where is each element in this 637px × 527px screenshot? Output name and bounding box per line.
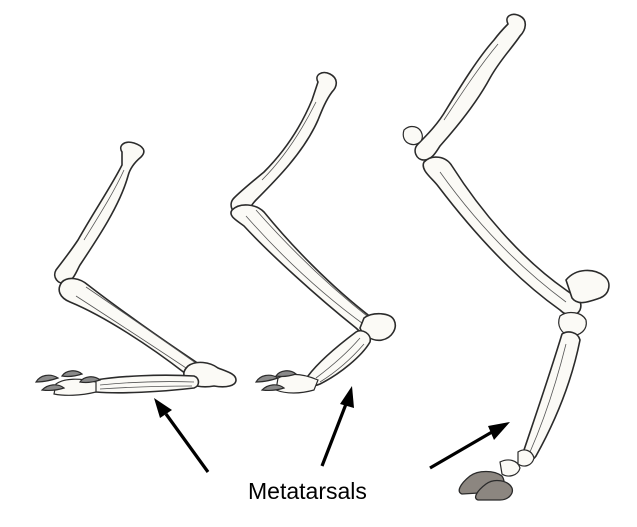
metatarsals-left — [90, 375, 199, 393]
tarsals-right — [566, 270, 609, 302]
arrow-left — [154, 398, 208, 472]
claw-left-1 — [36, 375, 58, 382]
plantigrade-leg — [36, 142, 236, 395]
unguligrade-leg — [403, 14, 609, 500]
digitigrade-leg — [231, 73, 395, 393]
claw-middle-1 — [256, 375, 278, 382]
femur-right — [415, 14, 525, 160]
claw-left-2 — [42, 385, 64, 391]
tibia-left — [59, 278, 207, 382]
metatarsals-middle — [307, 331, 370, 386]
arrow-middle — [322, 386, 354, 466]
claw-middle-2 — [262, 385, 284, 391]
claw-left-3 — [62, 371, 82, 377]
metatarsals-label: Metatarsals — [248, 478, 367, 505]
arrow-right — [430, 422, 510, 468]
femur-middle — [231, 73, 336, 215]
femur-left — [55, 142, 144, 283]
